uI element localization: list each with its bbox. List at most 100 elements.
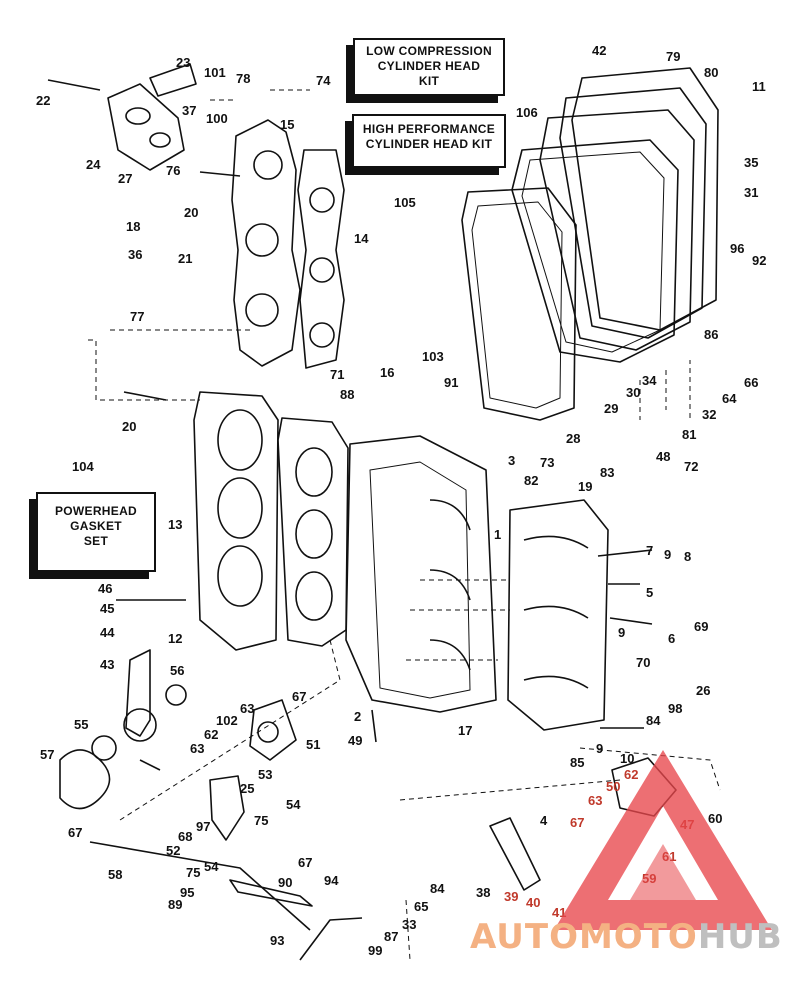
callout-67b: 67: [68, 825, 83, 840]
callout-60: 60: [708, 811, 723, 826]
callout-78: 78: [236, 71, 251, 86]
callout-44: 44: [100, 625, 115, 640]
callout-90: 90: [278, 875, 293, 890]
callout-36: 36: [128, 247, 143, 262]
callout-29: 29: [604, 401, 619, 416]
callout-62a: 62: [204, 727, 219, 742]
callout-69: 69: [694, 619, 709, 634]
callout-89: 89: [168, 897, 183, 912]
callout-9c: 9: [596, 741, 604, 756]
callout-51: 51: [306, 737, 321, 752]
callout-88: 88: [340, 387, 355, 402]
callout-87: 87: [384, 929, 399, 944]
callout-67c: 67: [298, 855, 313, 870]
callout-102: 102: [216, 713, 238, 728]
callout-85: 85: [570, 755, 585, 770]
callout-103: 103: [422, 349, 444, 364]
callout-27: 27: [118, 171, 133, 186]
callout-7: 7: [646, 543, 654, 558]
callout-63a: 63: [240, 701, 255, 716]
callout-5: 5: [646, 585, 654, 600]
callout-58: 58: [108, 867, 123, 882]
callout-104: 104: [72, 459, 94, 474]
callout-101: 101: [204, 65, 226, 80]
callout-105: 105: [394, 195, 416, 210]
callout-75b: 75: [186, 865, 201, 880]
callout-2: 2: [354, 709, 362, 724]
callout-22: 22: [36, 93, 51, 108]
callout-14: 14: [354, 231, 369, 246]
callout-24: 24: [86, 157, 101, 172]
callout-13: 13: [168, 517, 183, 532]
callout-38: 38: [476, 885, 491, 900]
callout-72: 72: [684, 459, 699, 474]
callout-94: 94: [324, 873, 339, 888]
callout-11: 11: [752, 79, 766, 94]
callout-49: 49: [348, 733, 363, 748]
callout-74: 74: [316, 73, 331, 88]
callout-45: 45: [100, 601, 115, 616]
callout-3: 3: [508, 453, 516, 468]
callout-34: 34: [642, 373, 657, 388]
callout-76: 76: [166, 163, 181, 178]
callout-52: 52: [166, 843, 181, 858]
callout-32: 32: [702, 407, 717, 422]
callout-82: 82: [524, 473, 539, 488]
callout-80: 80: [704, 65, 719, 80]
callout-100: 100: [206, 111, 228, 126]
callout-8: 8: [684, 549, 692, 564]
callout-20b: 20: [122, 419, 137, 434]
callout-50: 50: [606, 779, 621, 794]
callout-4: 4: [540, 813, 548, 828]
callout-83: 83: [600, 465, 615, 480]
callout-70: 70: [636, 655, 651, 670]
callout-95: 95: [180, 885, 195, 900]
callout-46: 46: [98, 581, 113, 596]
callout-31: 31: [744, 185, 759, 200]
low-compression-kit-label: LOW COMPRESSION CYLINDER HEAD KIT: [353, 38, 505, 96]
callout-63c: 63: [588, 793, 603, 808]
callout-30: 30: [626, 385, 641, 400]
callout-39: 39: [504, 889, 519, 904]
callout-42: 42: [592, 43, 607, 58]
callout-20a: 20: [184, 205, 199, 220]
callout-48: 48: [656, 449, 671, 464]
callout-40: 40: [526, 895, 541, 910]
callout-23: 23: [176, 55, 191, 70]
callout-81: 81: [682, 427, 697, 442]
high-performance-kit-label: HIGH PERFORMANCE CYLINDER HEAD KIT: [352, 114, 506, 168]
watermark-logo-icon: [554, 750, 772, 930]
callout-54b: 54: [204, 859, 219, 874]
callout-6: 6: [668, 631, 676, 646]
callout-73: 73: [540, 455, 555, 470]
callout-53: 53: [258, 767, 273, 782]
callout-96: 96: [730, 241, 745, 256]
callout-43: 43: [100, 657, 115, 672]
callout-66: 66: [744, 375, 759, 390]
callout-77: 77: [130, 309, 145, 324]
callout-62b: 62: [624, 767, 639, 782]
callout-68: 68: [178, 829, 193, 844]
powerhead-gasket-set-label: POWERHEAD GASKET SET: [36, 492, 156, 572]
callout-99: 99: [368, 943, 383, 958]
callout-18: 18: [126, 219, 141, 234]
callout-12: 12: [168, 631, 183, 646]
callout-55: 55: [74, 717, 89, 732]
callout-9b: 9: [618, 625, 626, 640]
callout-67a: 67: [292, 689, 307, 704]
callout-64: 64: [722, 391, 737, 406]
callout-16: 16: [380, 365, 395, 380]
callout-84a: 84: [646, 713, 661, 728]
callout-75a: 75: [254, 813, 269, 828]
callout-65: 65: [414, 899, 429, 914]
callout-1: 1: [494, 527, 502, 542]
callout-67d: 67: [570, 815, 585, 830]
callout-56: 56: [170, 663, 185, 678]
callout-93: 93: [270, 933, 285, 948]
callout-84b: 84: [430, 881, 445, 896]
callout-57: 57: [40, 747, 55, 762]
callout-28: 28: [566, 431, 581, 446]
callout-71: 71: [330, 367, 345, 382]
callout-17: 17: [458, 723, 473, 738]
